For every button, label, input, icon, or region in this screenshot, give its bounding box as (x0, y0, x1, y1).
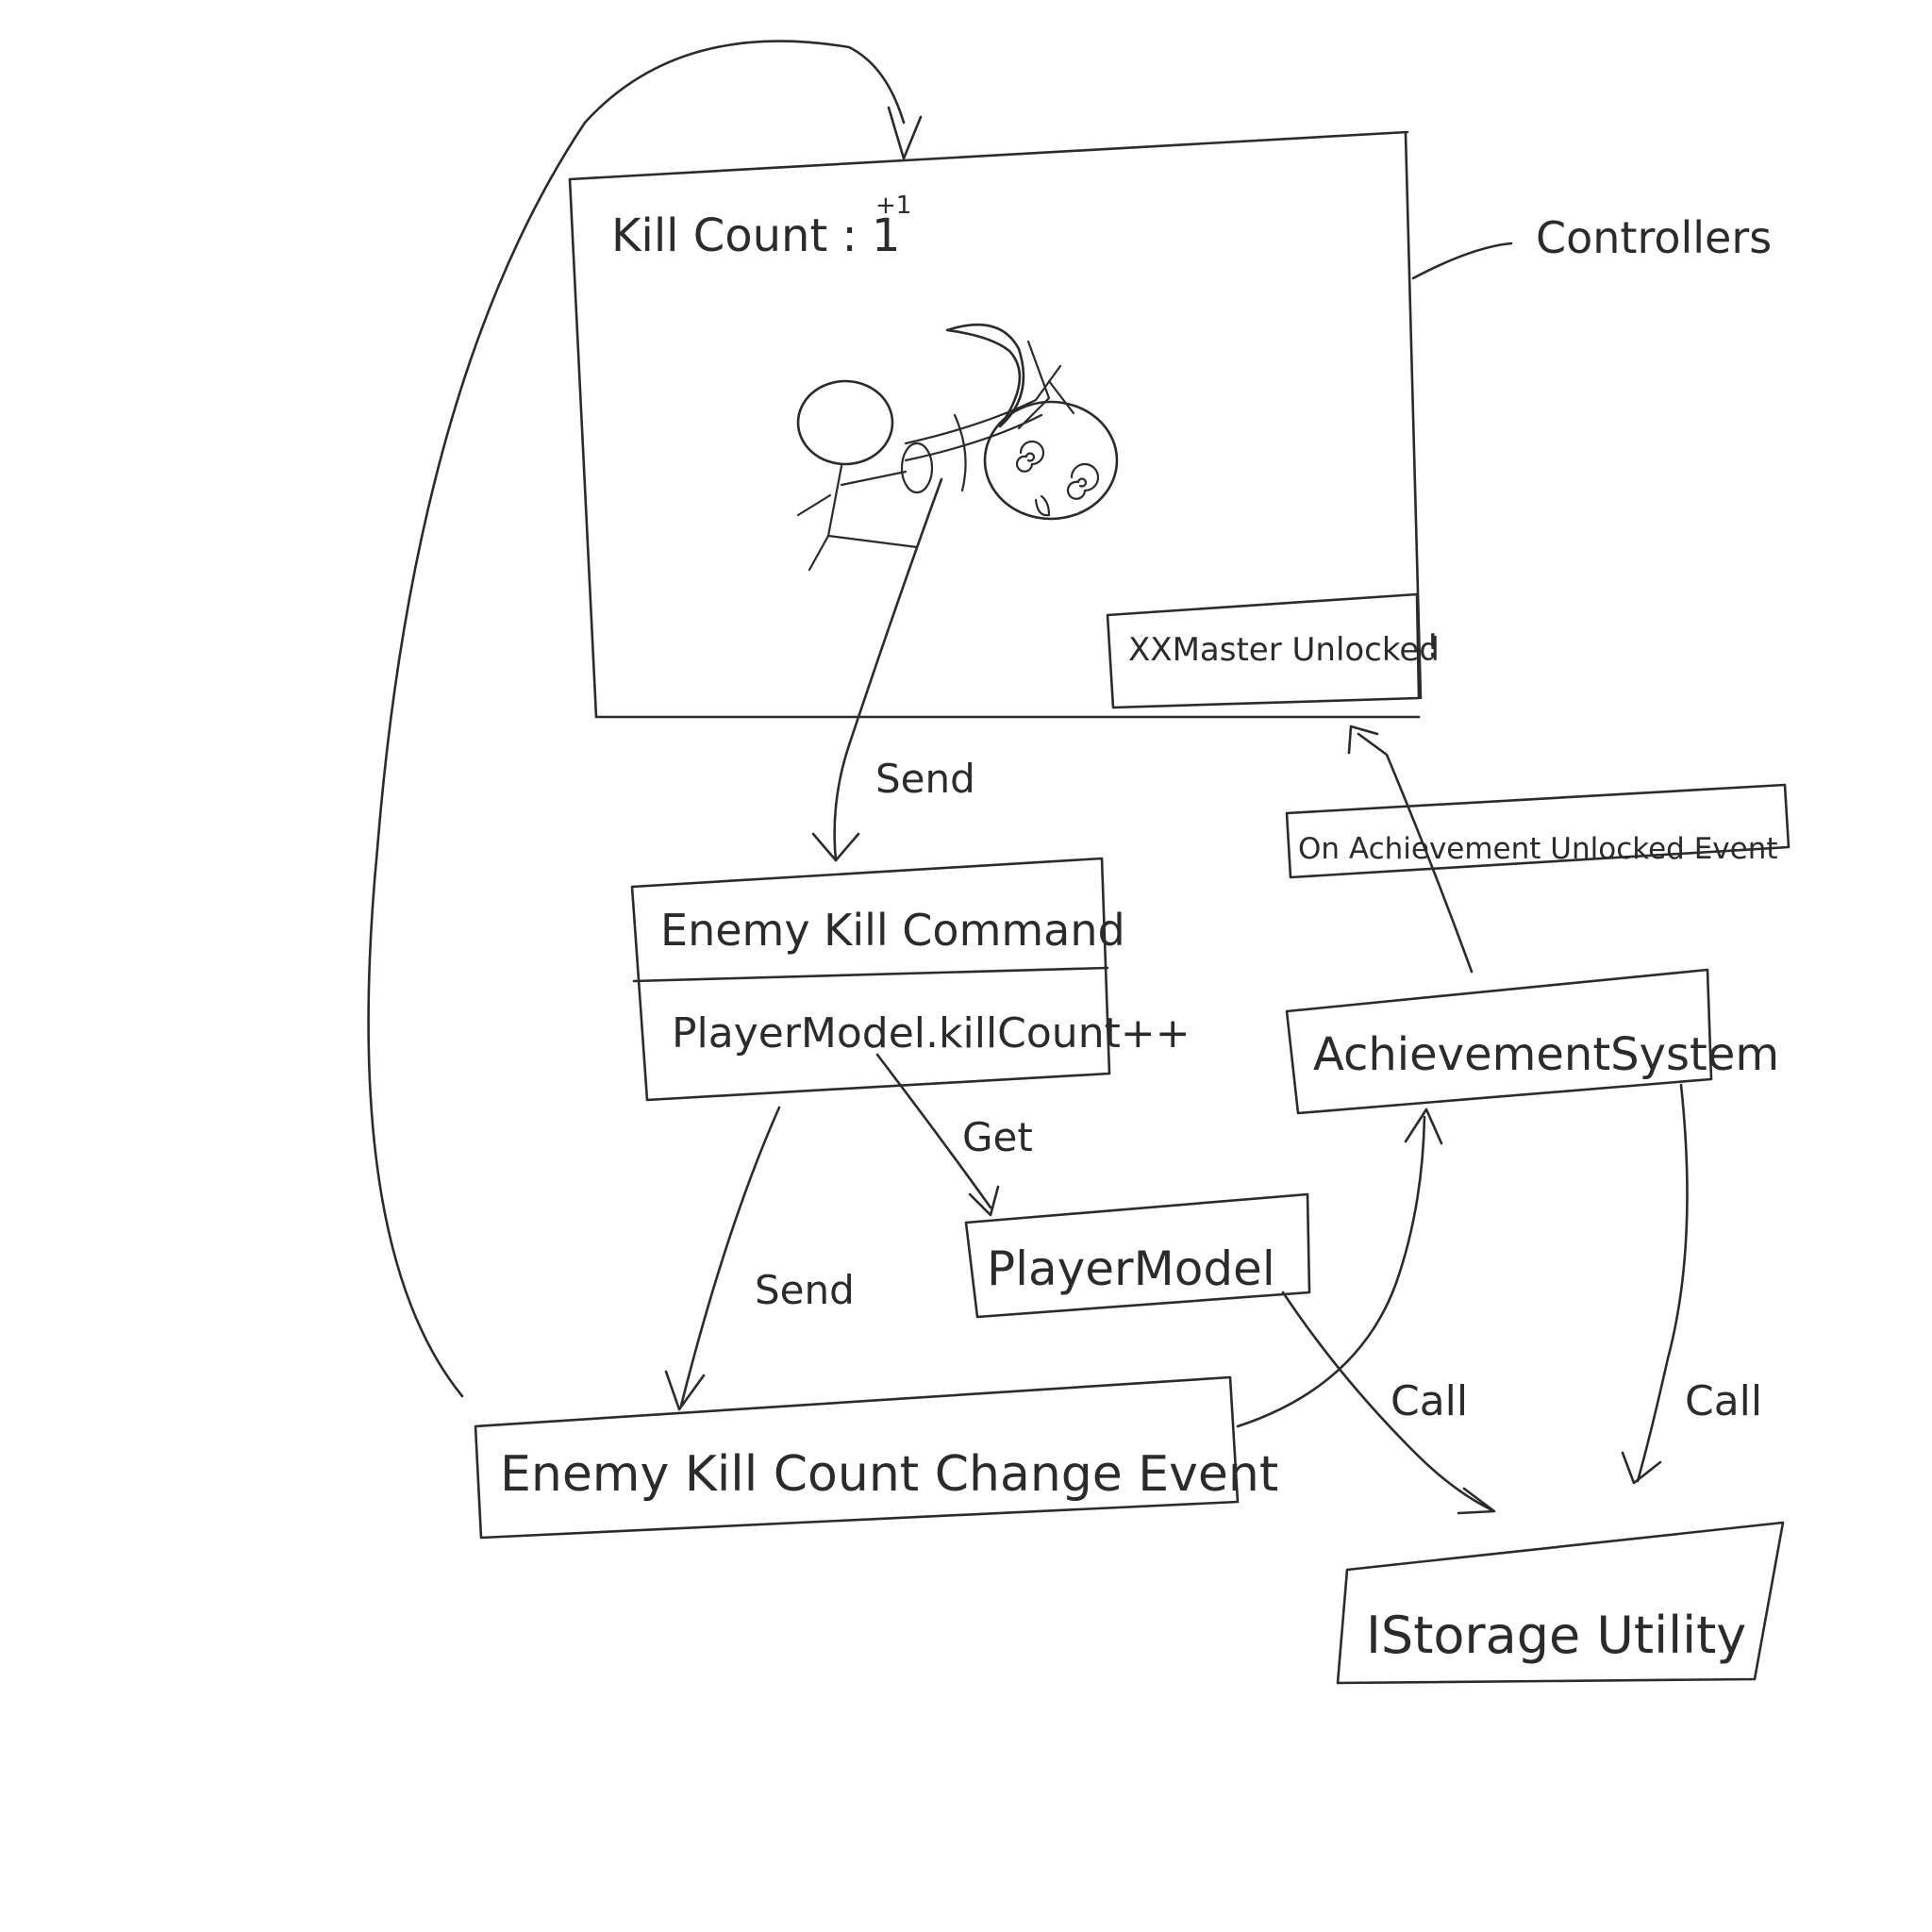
achievement-popup-text: XXMaster Unlocked (1128, 631, 1440, 669)
model-to-storage-arrowhead (1457, 1487, 1496, 1515)
slash-mark-tip (1047, 379, 1075, 415)
sword-grip (900, 441, 934, 494)
player-arm-right (840, 470, 908, 487)
sword-blade (904, 364, 1062, 445)
achievement-system-label: AchievementSystem (1313, 1028, 1779, 1081)
enemy-tongue (1034, 494, 1051, 517)
event-to-controllers-arrow (367, 40, 906, 1398)
moon-slash-icon (945, 323, 1025, 428)
enemy-kill-count-change-event-box: Enemy Kill Count Change Event (474, 1375, 1278, 1540)
send-label-2: Send (755, 1267, 855, 1313)
enemy-eye-spiral-left (1015, 440, 1045, 473)
achievement-to-storage-arrowhead (1621, 1451, 1662, 1485)
controllers-to-command-arrowhead (811, 832, 860, 862)
command-to-event-arrowhead (664, 1370, 706, 1411)
player-body (826, 464, 843, 538)
controllers-bracket (1411, 242, 1513, 280)
sword-guard (953, 413, 967, 492)
enemy-kill-command-title: Enemy Kill Command (660, 905, 1125, 956)
controllers-to-command-arrow (833, 477, 943, 862)
on-achievement-unlocked-event-box: On Achievement Unlocked Event (1285, 783, 1790, 879)
event-to-achievement-arrowhead (1404, 1108, 1443, 1145)
player-arm-left (796, 493, 832, 517)
player-model-label: PlayerModel (987, 1241, 1275, 1296)
achievement-to-storage-arrow (1636, 1083, 1689, 1483)
storage-utility-box: IStorage Utility (1336, 1521, 1785, 1685)
kill-count-increment: +1 (875, 192, 911, 220)
command-to-model-arrow (875, 1053, 992, 1209)
enemy-kill-command-body: PlayerModel.killCount++ (672, 1009, 1191, 1058)
event-to-controllers-arrowhead (887, 106, 923, 160)
achievement-to-popup-arrow (1357, 732, 1474, 974)
player-head (796, 379, 894, 466)
on-achievement-unlocked-event-label: On Achievement Unlocked Event (1298, 832, 1778, 866)
player-leg-right (826, 534, 919, 549)
achievement-system-box: AchievementSystem (1285, 968, 1779, 1115)
player-attack-illustration (796, 323, 1119, 572)
send-label-1: Send (875, 756, 975, 802)
sword-blade-edge (904, 413, 1043, 462)
get-label: Get (962, 1114, 1033, 1160)
slash-mark (1017, 340, 1051, 430)
achievement-popup: XXMaster Unlocked ! (1106, 592, 1440, 709)
kill-count-label: Kill Count : 1 (611, 209, 901, 262)
controllers-label: Controllers (1536, 212, 1772, 263)
enemy-eye-spiral-right (1066, 462, 1100, 500)
event-to-achievement-arrow (1236, 1115, 1426, 1428)
player-model-box: PlayerModel (964, 1192, 1311, 1319)
command-to-event-arrow (679, 1106, 781, 1407)
enemy-kill-command-box: Enemy Kill Command PlayerModel.killCount… (630, 857, 1191, 1102)
controllers-screen-box (568, 130, 1423, 719)
model-to-storage-arrow (1281, 1291, 1492, 1511)
player-leg-left (808, 534, 830, 572)
achievement-to-popup-arrowhead (1347, 724, 1379, 755)
command-to-model-arrowhead (968, 1185, 1000, 1217)
enemy-head (983, 400, 1119, 521)
achievement-popup-bang: ! (1426, 627, 1440, 665)
storage-utility-label: IStorage Utility (1366, 1606, 1746, 1665)
enemy-kill-count-change-event-label: Enemy Kill Count Change Event (500, 1446, 1278, 1503)
call-label-1: Call (1391, 1377, 1468, 1425)
call-label-2: Call (1685, 1377, 1762, 1425)
